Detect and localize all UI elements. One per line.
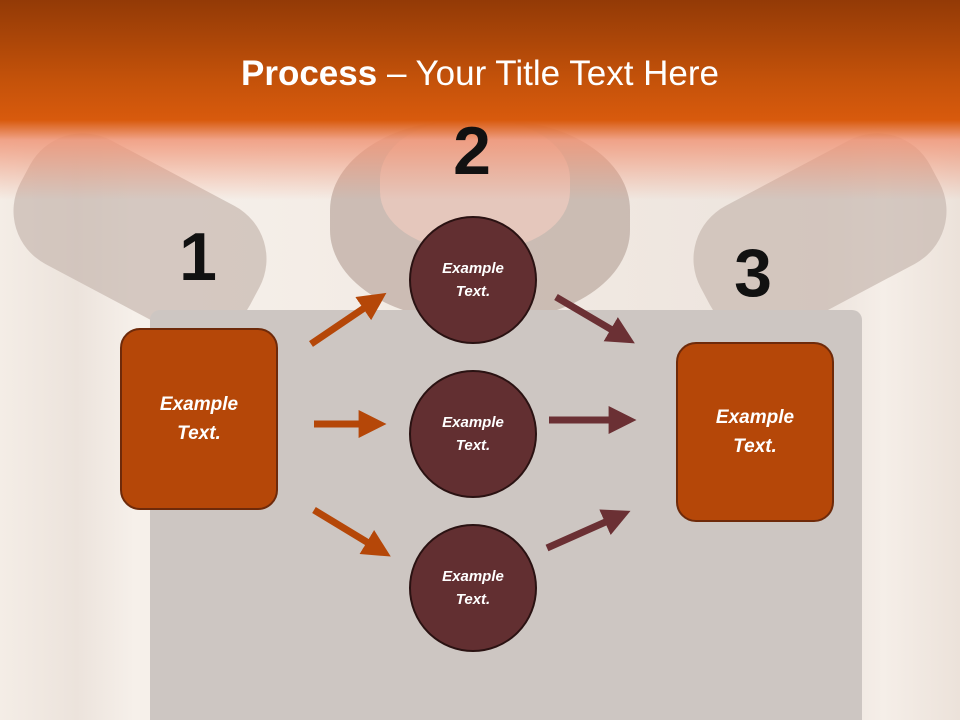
step-2-bottom-label: Example Text.	[442, 568, 504, 608]
arrow-1-to-2-bottom	[312, 507, 391, 557]
step-1-label: Example Text.	[159, 394, 239, 444]
step-3-label: Example Text.	[715, 407, 795, 457]
step-2-circle-top: Example Text.	[409, 216, 537, 344]
step-2-middle-label: Example Text.	[442, 414, 504, 454]
title-bold: Process	[241, 54, 378, 93]
arrow-1-to-2-top	[309, 292, 387, 347]
header-band	[0, 0, 960, 200]
step-2-circle-bottom: Example Text.	[409, 524, 537, 652]
arrow-2-bottom-to-3	[545, 509, 631, 552]
step-number-1: 1	[179, 219, 217, 295]
arrow-2-top-to-3	[554, 293, 635, 344]
step-number-3: 3	[734, 235, 772, 311]
step-2-top-label: Example Text.	[442, 260, 504, 300]
step-1-box: Example Text.	[120, 328, 278, 510]
step-number-2: 2	[453, 113, 491, 189]
title-rest: – Your Title Text Here	[377, 54, 719, 93]
slide-title: Process – Your Title Text Here	[0, 52, 960, 96]
step-2-circle-middle: Example Text.	[409, 370, 537, 498]
step-3-box: Example Text.	[676, 342, 834, 522]
